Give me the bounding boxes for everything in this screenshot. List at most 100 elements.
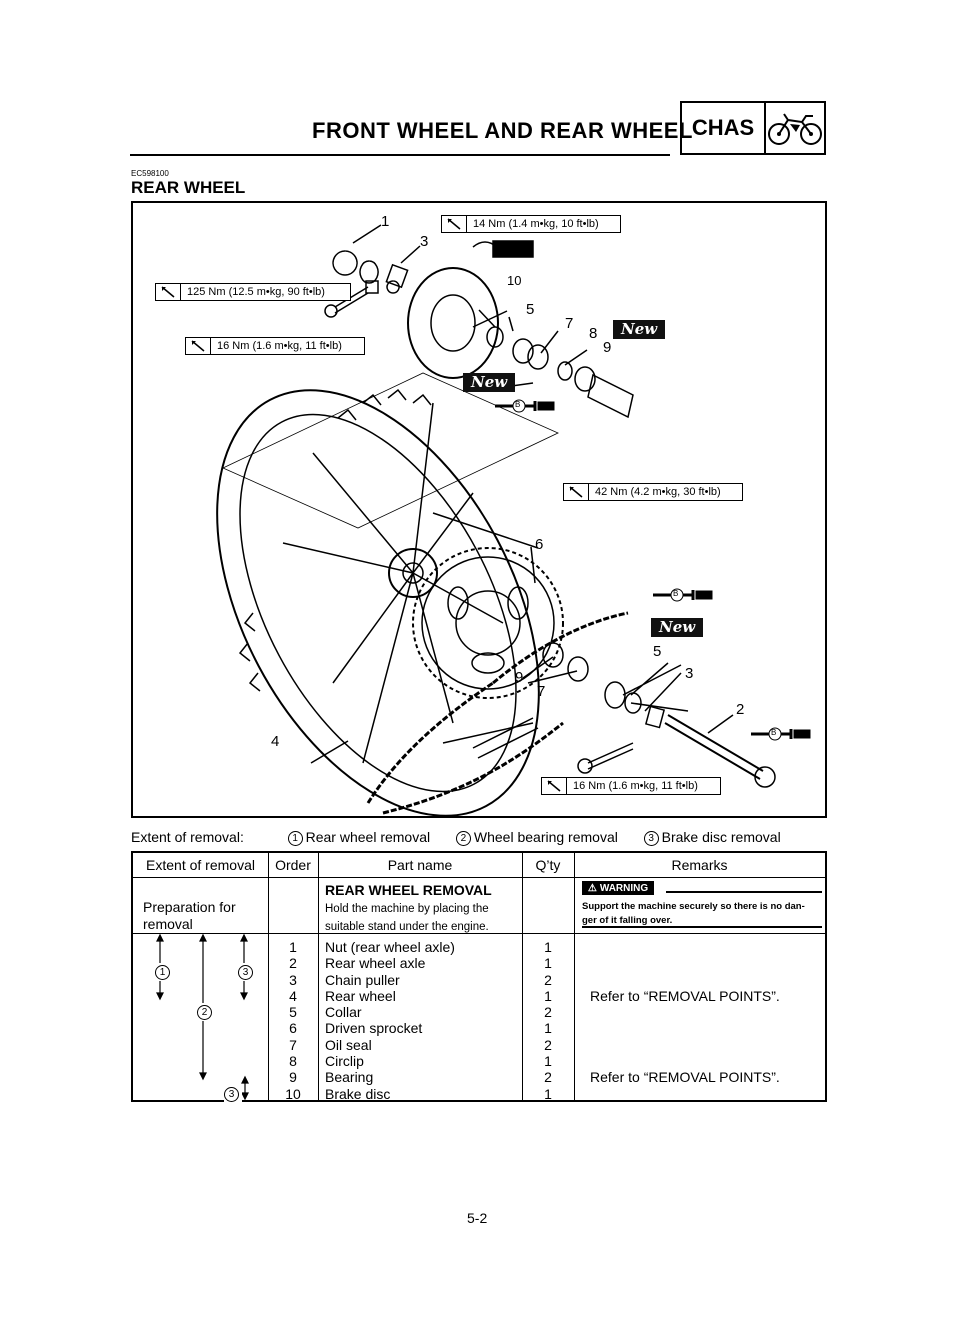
part-callout: 2 bbox=[736, 701, 745, 718]
grease-gun-icon: B bbox=[495, 399, 555, 418]
extent-item: Wheel bearing removal bbox=[473, 829, 618, 845]
order-column: 1 2 3 4 5 6 7 8 9 10 bbox=[268, 939, 318, 1102]
part-callout: 8 bbox=[589, 325, 598, 342]
page-header-title: FRONT WHEEL AND REAR WHEEL bbox=[312, 118, 693, 143]
torque-wrench-icon bbox=[442, 216, 467, 232]
row-order: 3 bbox=[289, 971, 297, 988]
part-callout: 10 bbox=[507, 273, 522, 288]
warning-triangle-icon: ⚠ bbox=[587, 882, 597, 894]
row-qty: 1 bbox=[544, 987, 552, 1004]
procedure-note: Hold the machine by placing the suitable… bbox=[325, 903, 489, 933]
row-remarks bbox=[590, 1086, 820, 1102]
warning-badge: ⚠ WARNING bbox=[582, 881, 654, 895]
grease-label: B bbox=[673, 589, 679, 598]
part-callout: 6 bbox=[535, 536, 544, 553]
row-qty: 1 bbox=[544, 1053, 552, 1070]
row-part: Chain puller bbox=[325, 971, 400, 988]
row-order: 4 bbox=[289, 987, 297, 1004]
extent-marker: 2 bbox=[455, 831, 471, 846]
part-callout: 1 bbox=[381, 213, 390, 230]
header-qty: Q’ty bbox=[535, 857, 561, 873]
section-title: REAR WHEEL bbox=[131, 178, 246, 197]
torque-wrench-icon bbox=[156, 284, 181, 300]
torque-wrench-icon bbox=[186, 338, 211, 354]
row-qty: 2 bbox=[544, 1004, 552, 1021]
grease-gun-icon: B bbox=[751, 727, 811, 746]
part-callout: 9 bbox=[603, 339, 612, 356]
torque-wrench-icon bbox=[542, 778, 567, 794]
row-remarks bbox=[590, 1020, 820, 1036]
row-part: Collar bbox=[325, 1004, 362, 1021]
row-part: Driven sprocket bbox=[325, 1020, 423, 1037]
header-remarks: Remarks bbox=[671, 857, 728, 873]
part-callout: 3 bbox=[420, 233, 429, 250]
new-part-badge: New bbox=[463, 373, 516, 392]
extent-marker: 1 bbox=[287, 831, 303, 846]
torque-spec-disc-bolt: 14 Nm (1.4 m•kg, 10 ft•lb) bbox=[441, 215, 621, 233]
row-part: Brake disc bbox=[325, 1085, 391, 1102]
row-remarks bbox=[590, 972, 820, 988]
section-tag-box: CHAS bbox=[680, 101, 826, 155]
row-order: 6 bbox=[289, 1020, 297, 1037]
preparation-label: Preparation for removal bbox=[143, 899, 236, 932]
row-part: Circlip bbox=[325, 1053, 364, 1070]
part-callout: 5 bbox=[526, 301, 535, 318]
extent-marker: 3 bbox=[643, 831, 659, 846]
row-remarks bbox=[590, 1053, 820, 1069]
warning-text: Support the machine securely so there is… bbox=[582, 901, 805, 926]
header-rule bbox=[130, 154, 670, 156]
torque-spec-puller-bolt-top: 16 Nm (1.6 m•kg, 11 ft•lb) bbox=[185, 337, 365, 355]
part-callout: 9 bbox=[515, 669, 524, 686]
part-callout: 7 bbox=[565, 315, 574, 332]
row-order: 10 bbox=[285, 1085, 301, 1102]
row-remarks bbox=[590, 1037, 820, 1053]
torque-spec-puller-bolt-bottom: 16 Nm (1.6 m•kg, 11 ft•lb) bbox=[541, 777, 721, 795]
row-remarks: Refer to “REMOVAL POINTS”. bbox=[590, 1069, 780, 1086]
remarks-column: Refer to “REMOVAL POINTS”. Refer to “REM… bbox=[590, 939, 820, 1102]
row-part: Oil seal bbox=[325, 1036, 372, 1053]
row-qty: 1 bbox=[544, 1085, 552, 1102]
extent-marker: 2 bbox=[197, 1005, 212, 1020]
header-extent: Extent of removal bbox=[146, 857, 255, 873]
page-number: 5-2 bbox=[467, 1210, 488, 1226]
part-callout: 4 bbox=[271, 733, 280, 750]
removal-table: Extent of removal Order Part name Q’ty R… bbox=[131, 851, 827, 1103]
header-order: Order bbox=[275, 857, 311, 873]
new-part-badge: New bbox=[613, 320, 666, 339]
motorcycle-icon bbox=[766, 103, 824, 153]
qty-column: 1 1 2 1 2 1 2 1 2 1 bbox=[522, 939, 574, 1102]
part-name-column: Nut (rear wheel axle) Rear wheel axle Ch… bbox=[325, 939, 520, 1102]
section-code: EC598100 bbox=[131, 169, 169, 178]
row-remarks bbox=[590, 1004, 820, 1020]
part-callout: 3 bbox=[685, 665, 694, 682]
part-callout: 7 bbox=[537, 683, 546, 700]
grease-label: B bbox=[515, 400, 521, 409]
header-part-name: Part name bbox=[387, 857, 453, 873]
row-qty: 2 bbox=[544, 971, 552, 988]
extent-marker: 3 bbox=[238, 965, 253, 980]
new-part-badge: New bbox=[651, 618, 704, 637]
row-qty: 1 bbox=[544, 1020, 552, 1037]
row-part: Rear wheel axle bbox=[325, 955, 426, 972]
row-part: Rear wheel bbox=[325, 987, 396, 1004]
extent-item: Rear wheel removal bbox=[305, 829, 431, 845]
row-order: 5 bbox=[289, 1004, 297, 1021]
row-qty: 1 bbox=[544, 939, 552, 955]
torque-spec-sprocket-bolt: 42 Nm (4.2 m•kg, 30 ft•lb) bbox=[563, 483, 743, 501]
row-order: 8 bbox=[289, 1053, 297, 1070]
section-tag: CHAS bbox=[682, 103, 766, 153]
row-qty: 1 bbox=[544, 955, 552, 972]
row-part: Bearing bbox=[325, 1069, 374, 1086]
extent-item: Brake disc removal bbox=[661, 829, 781, 845]
row-part: Nut (rear wheel axle) bbox=[325, 939, 455, 955]
procedure-title: REAR WHEEL REMOVAL bbox=[325, 882, 492, 898]
row-order: 2 bbox=[289, 955, 297, 972]
part-callout: 5 bbox=[653, 643, 662, 660]
row-qty: 2 bbox=[544, 1069, 552, 1086]
row-order: 9 bbox=[289, 1069, 297, 1086]
extent-marker: 3 bbox=[224, 1087, 239, 1102]
row-order: 1 bbox=[289, 939, 297, 955]
row-qty: 2 bbox=[544, 1036, 552, 1053]
row-remarks: Refer to “REMOVAL POINTS”. bbox=[590, 987, 780, 1004]
